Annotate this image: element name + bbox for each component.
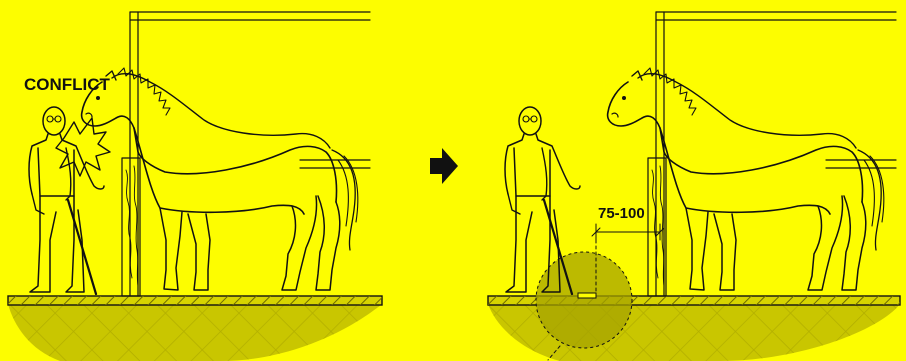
stall-frame-left	[122, 12, 370, 296]
distance-label: 75-100	[598, 205, 645, 222]
horse-right	[608, 68, 884, 290]
tactile-marker	[578, 293, 596, 298]
before-scene: CONFLICT	[8, 12, 382, 361]
transition-arrow	[430, 148, 458, 184]
distance-dimension: 75-100	[592, 205, 664, 240]
conflict-label: CONFLICT	[24, 75, 111, 94]
horse-left	[82, 68, 358, 290]
cane-detection-zone	[536, 252, 632, 348]
stall-frame-right	[648, 12, 896, 296]
right-arrow-icon	[430, 148, 458, 184]
after-scene: 75-100	[488, 12, 900, 361]
